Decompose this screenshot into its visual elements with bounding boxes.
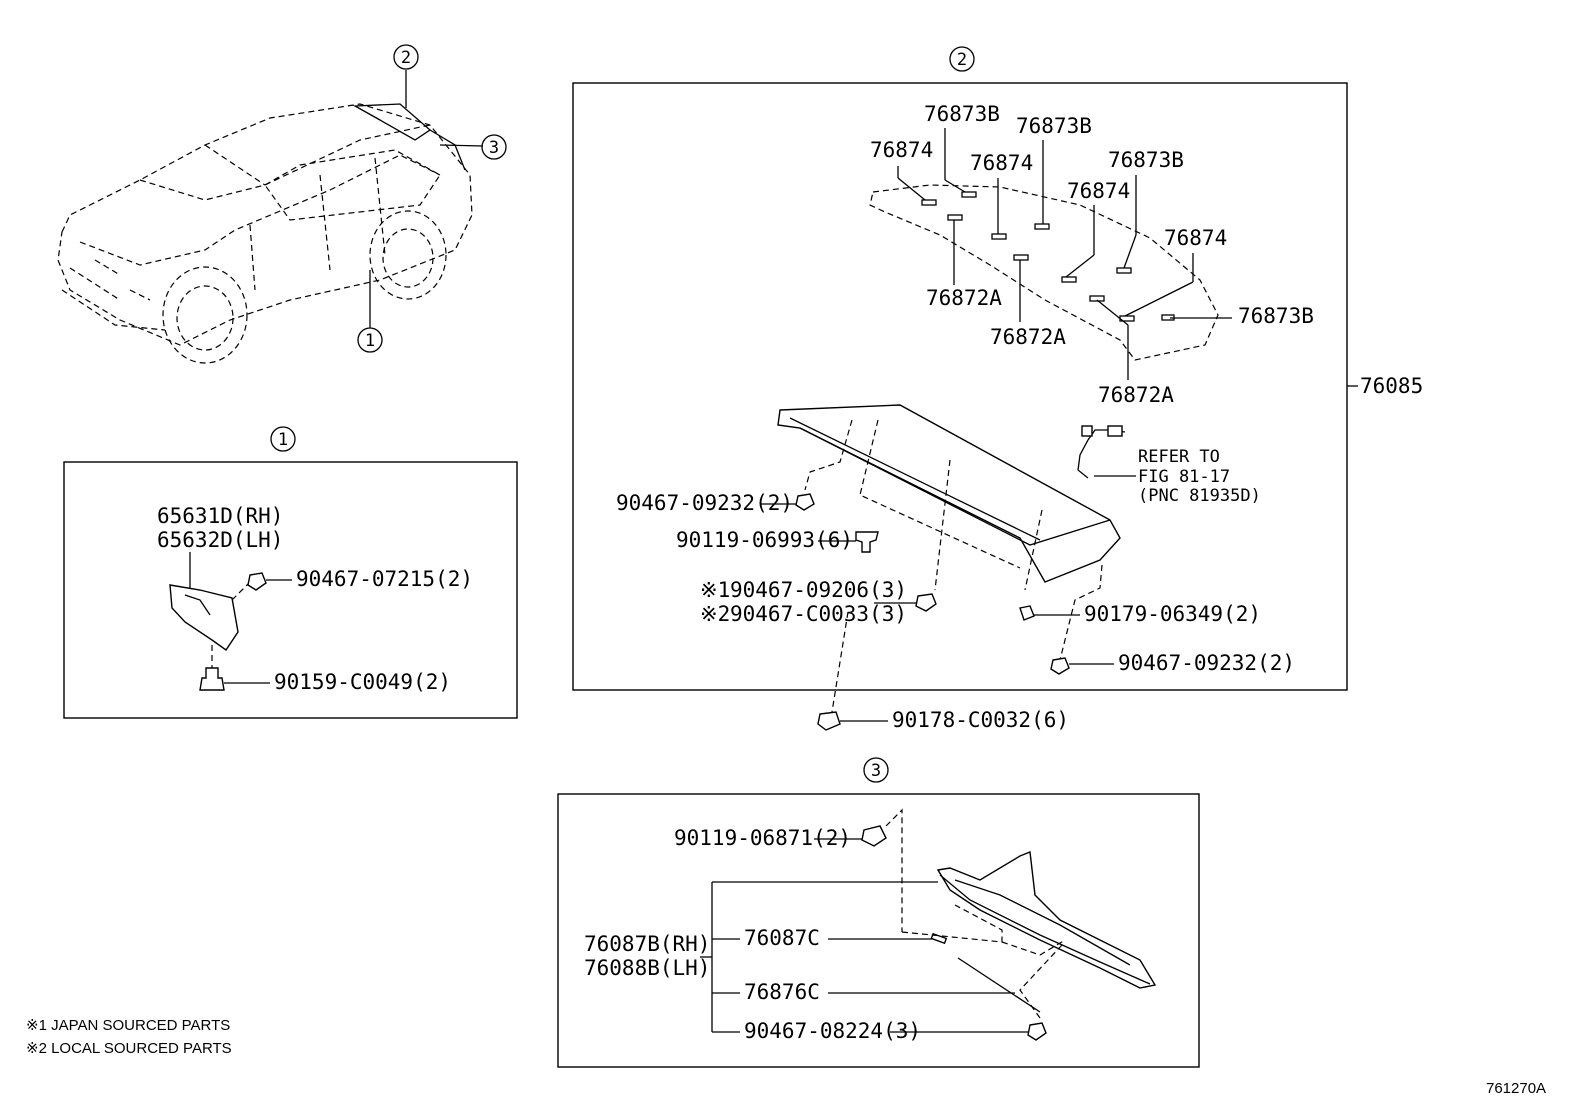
nut-icon-outside [817, 711, 841, 731]
label-76873b-c: 76873B [1108, 148, 1184, 172]
section-3-header: 3 [863, 757, 889, 783]
label-90467-08224: 90467-08224(3) [744, 1019, 921, 1043]
vehicle-illustration: 2 3 1 [57, 44, 507, 364]
label-76874-b: 76874 [970, 151, 1033, 175]
svg-text:3: 3 [489, 138, 499, 158]
label-90119-06993: 90119-06993(6) [676, 528, 853, 552]
label-76873b-d: 76873B [1238, 304, 1314, 328]
label-90467-c0033: 90467-C0033(3) [730, 602, 907, 626]
clip-icon-s3 [1027, 1022, 1047, 1041]
label-76085: 76085 [1360, 374, 1423, 398]
svg-text:2: 2 [957, 50, 967, 70]
note-mark-1: ※1 [700, 578, 730, 602]
label-76874-c: 76874 [1067, 179, 1130, 203]
label-76087c: 76087C [744, 926, 820, 950]
seal-strip [957, 957, 1041, 1013]
label-90467-09232-right: 90467-09232(2) [1118, 651, 1295, 675]
label-90467-09206: 90467-09206(3) [730, 578, 907, 602]
label-76873b-a: 76873B [924, 102, 1000, 126]
tape-pads [921, 191, 1175, 322]
svg-text:1: 1 [365, 331, 375, 351]
label-90179-06349: 90179-06349(2) [1084, 602, 1261, 626]
label-90467-07215: 90467-07215(2) [296, 567, 473, 591]
label-76876c: 76876C [744, 980, 820, 1004]
clip-icon [247, 572, 267, 591]
section-2-panel: 2 76085 76874 [572, 46, 1423, 732]
vehicle-marker-3: 3 [481, 134, 507, 160]
svg-text:3: 3 [871, 761, 881, 781]
vehicle-marker-2: 2 [393, 44, 419, 70]
section-2-header: 2 [949, 46, 975, 72]
section-1-header: 1 [270, 426, 296, 452]
wiring-harness [1077, 429, 1126, 479]
clip-icon-center [915, 593, 937, 612]
refer-line-2: FIG 81-17 [1138, 467, 1230, 487]
figure-id: 761270A [1486, 1080, 1546, 1097]
grommet-icon [855, 531, 879, 553]
footnote-1: ※1 JAPAN SOURCED PARTS [26, 1017, 230, 1034]
label-76874-a: 76874 [870, 138, 933, 162]
label-76874-d: 76874 [1164, 226, 1227, 250]
clip-icon-right [1050, 657, 1070, 675]
clip-icon-left [795, 493, 815, 511]
svg-text:2: 2 [401, 48, 411, 68]
label-76873b-b: 76873B [1016, 114, 1092, 138]
label-90119-06871: 90119-06871(2) [674, 826, 851, 850]
label-90159-c0049: 90159-C0049(2) [274, 670, 451, 694]
label-90467-09232-left: 90467-09232(2) [616, 491, 793, 515]
label-76088b-lh: 76088B(LH) [584, 956, 710, 980]
label-90178-c0032: 90178-C0032(6) [892, 708, 1069, 732]
footnote-2: ※2 LOCAL SOURCED PARTS [26, 1040, 232, 1057]
refer-line-3: (PNC 81935D) [1138, 486, 1261, 506]
side-garnish [936, 851, 1157, 989]
vehicle-marker-1: 1 [357, 327, 383, 353]
grommet-icon-s3 [861, 825, 887, 847]
spoiler-body [777, 404, 1121, 583]
bracket-part [169, 584, 239, 651]
tape-icon [930, 932, 948, 945]
note-mark-2: ※2 [700, 602, 730, 626]
bolt-icon [199, 667, 225, 691]
label-76087b-rh: 76087B(RH) [584, 932, 710, 956]
label-76872a-c: 76872A [1098, 383, 1174, 407]
svg-text:1: 1 [278, 430, 288, 450]
label-65631d-rh: 65631D(RH) [157, 504, 283, 528]
nut-icon [1019, 605, 1035, 621]
refer-line-1: REFER TO [1138, 447, 1220, 467]
section-3-panel: 3 90119-06871(2) 76087B(RH) 76088B(LH) 7… [557, 757, 1200, 1068]
label-76872a-a: 76872A [926, 286, 1002, 310]
label-76872a-b: 76872A [990, 325, 1066, 349]
section-1-panel: 1 65631D(RH) 65632D(LH) 90467-07215(2) 9… [63, 426, 518, 719]
label-65632d-lh: 65632D(LH) [157, 528, 283, 552]
